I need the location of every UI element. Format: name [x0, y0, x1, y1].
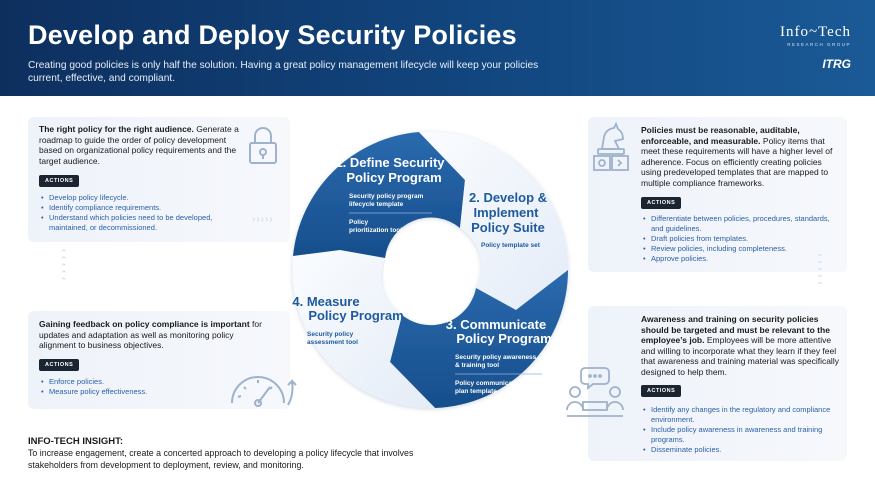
actions-badge: ACTIONS [641, 197, 682, 209]
step1-title-l2: Policy Program [346, 170, 441, 185]
step2-title-l2: Implement [473, 205, 539, 220]
step3-tool1-l1: Security policy awareness [455, 354, 537, 361]
panel-top-right-title: Policies must be reasonable, auditable, … [641, 125, 841, 188]
actions-badge: ACTIONS [641, 385, 682, 397]
step2-tool1: Policy template set [481, 242, 541, 249]
brand-itrg: ITRG [822, 57, 851, 71]
panel-bottom-left-title-rest: for updates and adaptation as well as mo… [39, 319, 262, 350]
step1-tool1-l2: lifecycle template [349, 201, 404, 208]
action-list: Enforce policies. Measure policy effecti… [41, 377, 211, 397]
brand-name: Info~Tech [779, 24, 851, 40]
panel-bottom-left-title-bold: Gaining feedback on policy compliance is… [39, 319, 250, 329]
chevrons-up-icon: ⌃⌃⌃⌃⌃ [60, 248, 69, 286]
step4-tool1-l1: Security policy [307, 331, 354, 338]
panel-top-left-title: The right policy for the right audience.… [39, 124, 239, 166]
insight-title: INFO-TECH INSIGHT: [28, 436, 123, 447]
page-title: Develop and Deploy Security Policies [28, 20, 517, 50]
segment-step-4 [292, 250, 435, 409]
lifecycle-diagram: 1. Define Security Policy Program Securi… [292, 131, 569, 409]
action-item: Differentiate between policies, procedur… [643, 214, 833, 234]
step4-tool1-l2: assessment tool [307, 339, 358, 346]
panel-bottom-right-title-rest: Employees will be more attentive and wil… [641, 335, 839, 377]
action-item: Identify any changes in the regulatory a… [643, 405, 833, 425]
action-item: Include policy awareness in awareness an… [643, 425, 833, 445]
action-item: Identify compliance requirements. [41, 203, 251, 213]
gauge-icon [226, 365, 302, 414]
lock-icon [240, 123, 286, 174]
step1-title-l1: 1. Define Security [335, 155, 445, 170]
step1-tool2-l1: Policy [349, 219, 369, 226]
segment-step-3 [390, 270, 568, 408]
panel-bottom-left: Gaining feedback on policy compliance is… [28, 311, 297, 409]
panel-top-left: The right policy for the right audience.… [28, 117, 290, 242]
chevrons-right-icon: ››››› [252, 214, 274, 225]
panel-bottom-right-title: Awareness and training on security polic… [641, 314, 841, 377]
panel-bottom-right: Awareness and training on security polic… [566, 306, 847, 461]
panel-top-left-title-bold: The right policy for the right audience. [39, 124, 194, 134]
step3-tool2-l1: Policy communication [455, 380, 524, 387]
page-subtitle: Creating good policies is only half the … [28, 60, 539, 84]
step4-title-l2: Policy Program [308, 308, 403, 323]
action-list: Develop policy lifecycle. Identify compl… [41, 193, 251, 233]
actions-badge: ACTIONS [39, 175, 80, 187]
segment-step-2 [419, 131, 569, 310]
brand-logo: Info~Tech RESEARCH GROUP ITRG [780, 24, 851, 71]
action-item: Draft policies from templates. [643, 234, 833, 244]
segment-step-1 [293, 132, 465, 258]
meeting-icon [563, 364, 627, 427]
step3-title-l2: Policy Program [456, 331, 551, 346]
cycle-center [384, 224, 476, 316]
panel-top-right-title-bold: Policies must be reasonable, auditable, … [641, 125, 800, 146]
action-item: Review policies, including completeness. [643, 244, 833, 254]
action-item: Measure policy effectiveness. [41, 387, 211, 397]
step2-title-l1: 2. Develop & [469, 190, 547, 205]
step3-tool2-l2: plan template [455, 388, 497, 395]
action-list: Differentiate between policies, procedur… [643, 214, 833, 264]
step3-tool1-l2: & training tool [455, 362, 499, 369]
action-item: Develop policy lifecycle. [41, 193, 251, 203]
header-banner: Develop and Deploy Security Policies Cre… [0, 0, 875, 96]
action-item: Understand which policies need to be dev… [41, 213, 251, 233]
action-list: Identify any changes in the regulatory a… [643, 405, 833, 455]
brand-sub: RESEARCH GROUP [787, 42, 851, 47]
panel-bottom-right-title-bold: Awareness and training on security polic… [641, 314, 830, 345]
chess-knight-icon [590, 119, 632, 190]
step1-tool2-l2: prioritization tool [349, 227, 402, 234]
panel-top-right: Policies must be reasonable, auditable, … [588, 117, 847, 272]
actions-badge: ACTIONS [39, 359, 80, 371]
step4-title-l1: 4. Measure [292, 294, 359, 309]
panel-bottom-left-title: Gaining feedback on policy compliance is… [39, 319, 269, 351]
step3-title-l1: 3. Communicate [446, 317, 546, 332]
step1-tool1-l1: Security policy program [349, 193, 424, 200]
action-item: Disseminate policies. [643, 445, 833, 455]
action-item: Enforce policies. [41, 377, 211, 387]
step2-title-l3: Policy Suite [471, 220, 545, 235]
panel-top-left-title-rest: Generate a roadmap to guide the order of… [39, 124, 239, 166]
panel-top-right-title-rest: Policy items that meet these requirement… [641, 135, 833, 188]
action-item: Approve policies. [643, 254, 833, 264]
insight-text: To increase engagement, create a concert… [28, 448, 414, 470]
chevrons-down-icon: ⌄⌄⌄⌄⌄ [816, 248, 825, 286]
